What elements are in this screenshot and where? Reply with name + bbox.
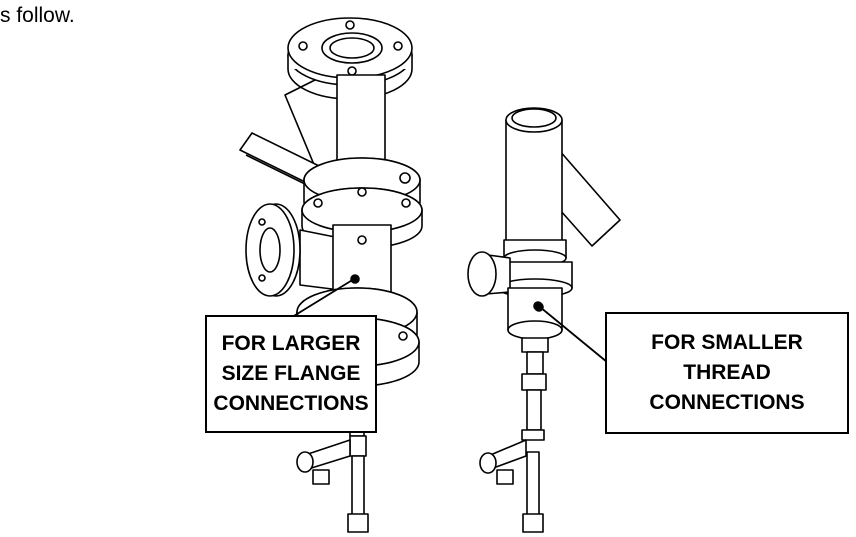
left-leader-dot — [350, 274, 360, 284]
callout-right-line-2: THREAD — [683, 361, 771, 384]
callout-right-line-1: FOR SMALLER — [651, 331, 803, 354]
callout-flange-connections: FOR LARGER SIZE FLANGE CONNECTIONS — [205, 315, 377, 433]
threaded-top-pipe — [505, 119, 563, 246]
top-pipe — [336, 74, 386, 171]
side-flange — [245, 203, 341, 297]
callout-right-line-3: CONNECTIONS — [649, 391, 805, 414]
callout-thread-connections: FOR SMALLER THREAD CONNECTIONS — [605, 312, 849, 434]
upper-body-flanges — [301, 157, 423, 249]
flanged-assembly — [239, 17, 423, 533]
threaded-union — [497, 239, 573, 298]
callout-left-line-2: SIZE FLANGE — [221, 362, 361, 385]
threaded-assembly — [467, 107, 621, 533]
threaded-drain-valve — [479, 337, 549, 533]
callout-left-line-3: CONNECTIONS — [213, 392, 369, 415]
right-callout-leader — [539, 306, 608, 363]
right-leader-dot — [534, 302, 544, 312]
top-flange — [287, 17, 413, 100]
threaded-side-branch — [467, 251, 511, 297]
callout-left-line-1: FOR LARGER — [221, 332, 361, 355]
intro-text-fragment: s follow. — [0, 4, 75, 27]
